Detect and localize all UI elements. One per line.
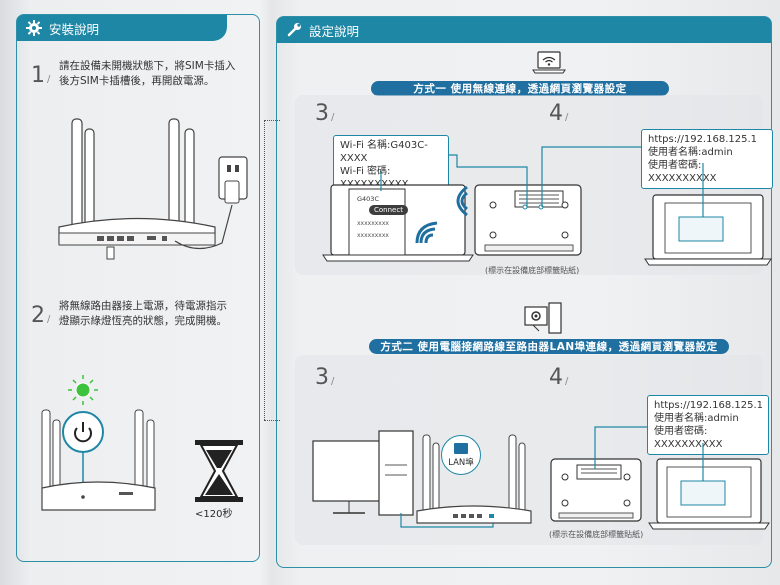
connector-line <box>264 120 265 420</box>
hourglass-icon <box>193 440 245 502</box>
method2-banner: 方式二 使用電腦接網路線至路由器LAN埠連線，透過網頁瀏覽器設定 <box>369 339 729 354</box>
router-front-illustration <box>41 375 156 511</box>
laptop-wifi-list-illustration <box>322 171 474 262</box>
step1-text: 請在設備未開機狀態下，將SIM卡插入 後方SIM卡插槽後，再開啟電源。 <box>59 59 235 89</box>
step2-line1: 將無線路由器接上電源，待電源指示 <box>59 300 227 312</box>
phone-row-2: xxxxxxxxx <box>357 232 389 239</box>
gear-icon <box>25 19 43 37</box>
timer-label: <120秒 <box>195 509 233 520</box>
setup-title: 設定說明 <box>309 23 360 39</box>
desktop-router-illustration <box>312 430 532 528</box>
laptop-browser-illustration <box>644 163 772 266</box>
power-led-icon <box>75 382 91 398</box>
wifi-signal-icon <box>413 217 443 247</box>
ethernet-port-icon <box>454 442 468 454</box>
lan-port-bubble: LAN埠 <box>441 435 481 475</box>
setup-panel: 設定說明 方式一 使用無線連線，透過網頁瀏覽器設定 3 4 Wi-Fi 名稱:G… <box>276 16 773 568</box>
step2-number: 2 <box>31 303 50 328</box>
connect-button[interactable]: Connect <box>369 205 408 215</box>
install-title: 安裝說明 <box>49 21 100 37</box>
method1-step4: 4 <box>549 101 568 126</box>
method1-banner: 方式一 使用無線連線，透過網頁瀏覽器設定 <box>371 81 669 96</box>
method1-label-note: (標示在設備底部標籤貼紙) <box>485 266 580 275</box>
step1-number: 1 <box>31 63 50 88</box>
method1-step3: 3 <box>315 101 334 126</box>
method1-callout-lines <box>449 146 641 207</box>
method2-step3: 3 <box>315 365 334 390</box>
step1-line2: 後方SIM卡插槽後，再開啟電源。 <box>59 75 215 87</box>
method2-label-note: (標示在設備底部標籤貼紙) <box>549 530 644 539</box>
phone-row-1: xxxxxxxxx <box>357 220 389 227</box>
method1-url: https://192.168.125.1 <box>648 134 758 145</box>
laptop-browser-illustration-2 <box>648 443 770 530</box>
install-header: 安裝說明 <box>17 15 227 41</box>
step2-text: 將無線路由器接上電源，待電源指示 燈顯示綠燈恆亮的狀態，完成開機。 <box>59 299 227 329</box>
method1-login-callout: https://192.168.125.1 使用者名稱:admin 使用者密碼:… <box>641 129 773 189</box>
method1-username: 使用者名稱:admin <box>648 147 733 158</box>
router-bottom-illustration-2 <box>550 458 642 522</box>
step2-line2: 燈顯示綠燈恆亮的狀態，完成開機。 <box>59 315 227 327</box>
install-panel: 安裝說明 1 請在設備未開機狀態下，將SIM卡插入 後方SIM卡插槽後，再開啟電… <box>16 14 260 562</box>
lan-label: LAN埠 <box>448 457 474 468</box>
router-wifi-broadcast-icon <box>445 183 471 219</box>
step1-line1: 請在設備未開機狀態下，將SIM卡插入 <box>59 60 236 72</box>
connector-top <box>264 120 280 121</box>
method2-url: https://192.168.125.1 <box>654 400 764 411</box>
router-back-illustration <box>58 118 248 260</box>
laptop-wifi-icon <box>532 51 566 74</box>
method1-password: 使用者密碼: XXXXXXXXXX <box>648 160 717 184</box>
method2-password: 使用者密碼: XXXXXXXXXX <box>654 426 723 450</box>
computer-settings-icon <box>524 302 562 334</box>
method2-callout-lines <box>594 426 649 469</box>
method2-login-callout: https://192.168.125.1 使用者名稱:admin 使用者密碼:… <box>647 395 769 455</box>
wifi-name: Wi-Fi 名稱:G403C-XXXX <box>340 140 428 164</box>
wrench-icon <box>285 21 303 39</box>
method2-step4: 4 <box>549 365 568 390</box>
connector-bottom <box>264 420 280 421</box>
method2-username: 使用者名稱:admin <box>654 413 739 424</box>
setup-header: 設定說明 <box>277 17 771 43</box>
phone-network-name: G403C <box>357 195 379 203</box>
